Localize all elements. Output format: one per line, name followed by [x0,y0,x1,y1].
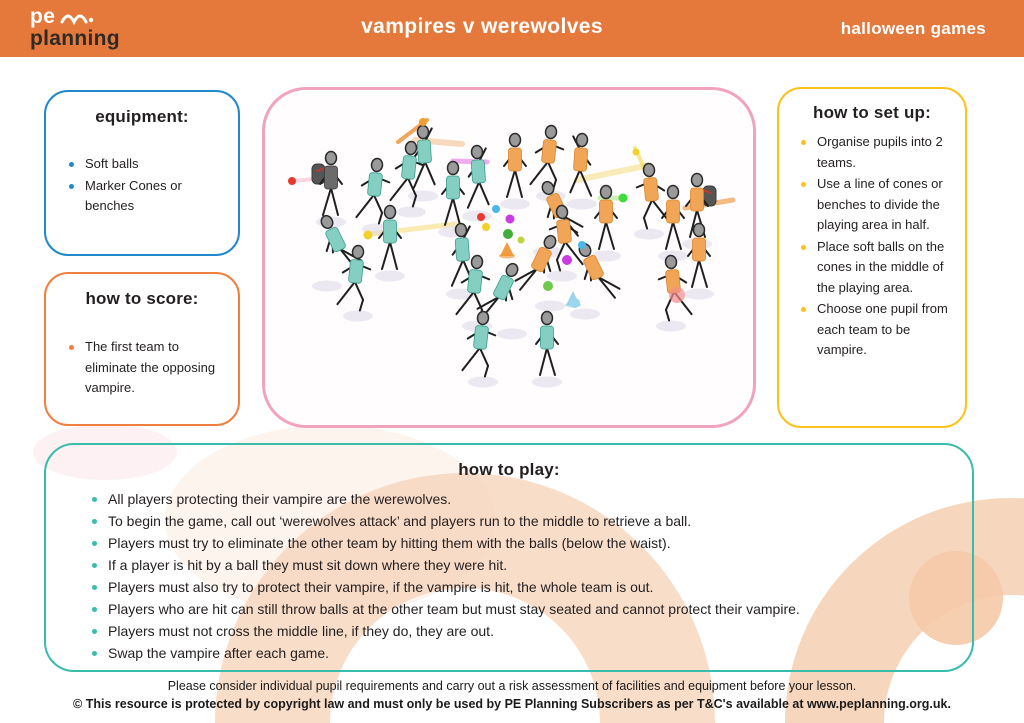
logo-text-planning: planning [30,27,120,50]
how-to-score-title: how to score: [85,289,199,308]
list-item-text: Soft balls [85,156,139,171]
list-item: Use a line of cones or benches to divide… [801,174,955,236]
bullet-dot [801,140,806,145]
bullet-dot [92,563,97,568]
logo-text-pe: pe [30,5,56,28]
list-item: Marker Cones or benches [69,176,228,217]
list-item-text: To begin the game, call out ‘werewolves … [108,513,692,529]
header-bar: pe planning vampires v werewolves hallow… [0,0,1024,57]
list-item-text: Players must not cross the middle line, … [108,623,494,639]
list-item: Players must also try to protect their v… [92,577,952,598]
list-item-text: Marker Cones or benches [85,177,182,214]
how-to-play-box: how to play: All players protecting thei… [44,443,974,672]
bullet-dot [92,585,97,590]
bullet-dot [92,519,97,524]
bullet-dot [801,244,806,250]
list-item: Swap the vampire after each game. [92,643,952,664]
bullet-dot [69,183,74,189]
list-item: The first team to eliminate the opposing… [69,337,228,399]
how-to-set-up-list: Organise pupils into 2 teams. Use a line … [801,132,955,361]
gameplay-illustration [288,118,736,388]
how-to-set-up-box: how to set up: Organise pupils into 2 te… [777,87,967,428]
list-item: To begin the game, call out ‘werewolves … [92,511,952,532]
list-item-text: Swap the vampire after each game. [108,645,330,661]
list-item: Players must try to eliminate the other … [92,533,952,554]
bullet-dot [69,345,74,350]
list-item-text: Players must also try to protect their v… [108,579,654,595]
list-item-text: All players protecting their vampire are… [108,491,452,507]
list-item-text: Use a line of cones or benches to divide… [817,176,943,232]
list-item: Place soft balls on the cones in the mid… [801,237,955,299]
list-item: Choose one pupil from each team to be va… [801,299,955,361]
list-item: All players protecting their vampire are… [92,489,952,510]
list-item: Soft balls [69,154,228,175]
list-item-text: Place soft balls on the cones in the mid… [817,238,945,295]
bullet-dot [801,307,806,312]
list-item-text: If a player is hit by a ball they must s… [108,557,508,573]
list-item-text: The first team to eliminate the opposing… [85,339,216,395]
footer: Please consider individual pupil require… [0,678,1024,713]
bullet-dot [92,607,97,612]
bullet-dot [92,497,97,502]
pe-planning-logo: pe planning [30,6,120,49]
how-to-play-list: All players protecting their vampire are… [92,489,952,664]
bullet-dot [92,629,97,634]
equipment-title: equipment: [95,107,189,126]
list-item-text: Players who are hit can still throw ball… [108,601,800,617]
list-item-text: Choose one pupil from each team to be va… [817,301,948,357]
list-item: Players must not cross the middle line, … [92,621,952,642]
category-label: halloween games [840,19,986,38]
how-to-set-up-title: how to set up: [812,103,931,122]
bullet-dot [69,162,74,167]
how-to-score-list: The first team to eliminate the opposing… [69,337,228,399]
list-item: Organise pupils into 2 teams. [801,132,955,173]
bullet-dot [92,541,97,546]
list-item: If a player is hit by a ball they must s… [92,555,952,576]
how-to-play-title: how to play: [458,460,560,479]
footer-disclaimer: Please consider individual pupil require… [167,679,857,693]
footer-copyright: © This resource is protected by copyrigh… [73,696,951,711]
list-item-text: Players must try to eliminate the other … [108,535,671,551]
bullet-dot [801,182,806,187]
list-item-text: Organise pupils into 2 teams. [817,134,943,170]
illustration-box [262,87,756,428]
logo-squiggle-icon [60,14,94,26]
how-to-score-box: how to score: The first team to eliminat… [44,272,240,426]
page-title: vampires v werewolves [361,15,603,38]
list-item: Players who are hit can still throw ball… [92,599,952,620]
bullet-dot [92,651,97,656]
